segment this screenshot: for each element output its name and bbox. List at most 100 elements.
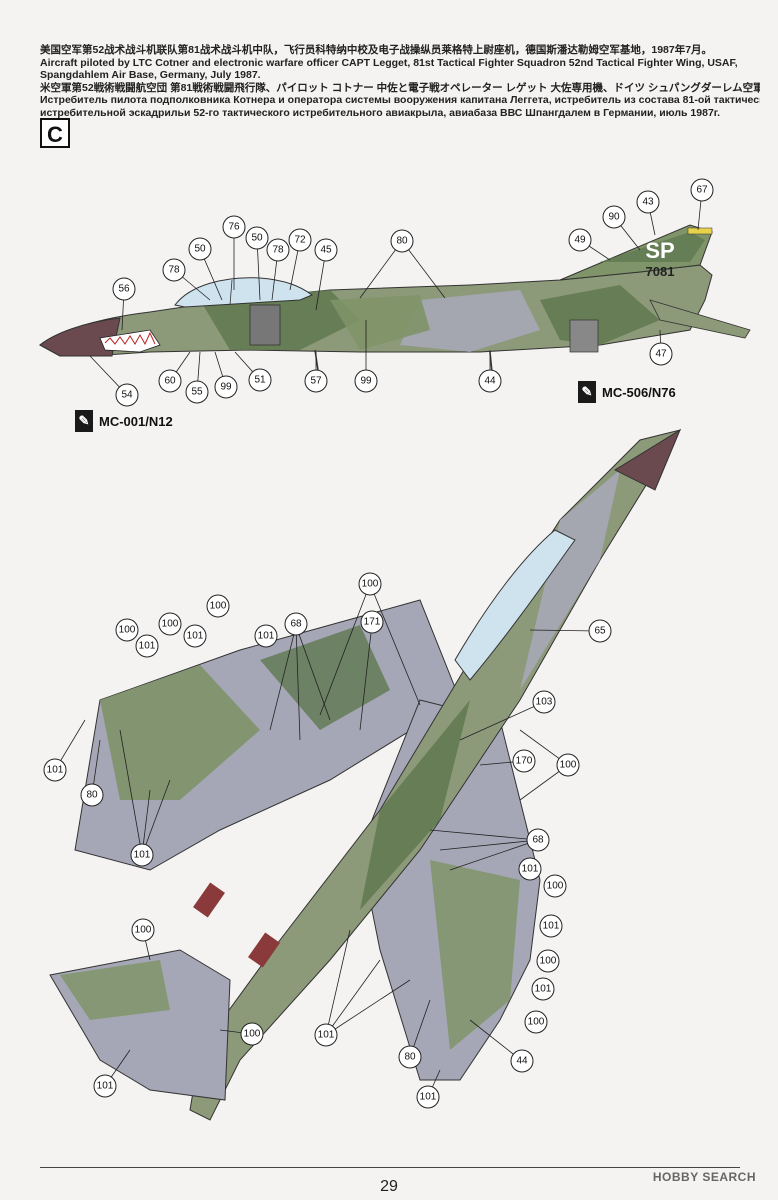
callout-side-67: 67 xyxy=(690,178,714,202)
callout-side-54: 54 xyxy=(115,383,139,407)
callout-side-60: 60 xyxy=(158,369,182,393)
svg-text:100: 100 xyxy=(528,1017,545,1028)
callout-side-55: 55 xyxy=(185,380,209,404)
svg-text:56: 56 xyxy=(118,284,130,295)
scheme-caption: 美国空军第52战术战斗机联队第81战术战斗机中队，飞行员科特纳中校及电子战操纵员… xyxy=(40,44,760,120)
callout-side-80: 80 xyxy=(390,229,414,253)
plan-view-aircraft xyxy=(49,428,682,1121)
callout-plan-68b: 68 xyxy=(526,828,550,852)
svg-text:51: 51 xyxy=(254,375,266,386)
callout-side-78: 78 xyxy=(162,258,186,282)
svg-text:68: 68 xyxy=(290,619,302,630)
svg-text:67: 67 xyxy=(696,185,708,196)
callout-plan-103: 103 xyxy=(532,690,556,714)
callout-plan-101l: 101 xyxy=(522,864,539,875)
paint-code-right: MC-506/N76 xyxy=(602,384,676,400)
callout-plan-100d: 100 xyxy=(115,618,139,642)
svg-text:101: 101 xyxy=(47,765,64,776)
svg-text:68: 68 xyxy=(532,835,544,846)
svg-text:101: 101 xyxy=(187,631,204,642)
svg-text:47: 47 xyxy=(655,349,667,360)
svg-text:100: 100 xyxy=(162,619,179,630)
callout-side-50b: 50 xyxy=(245,226,269,250)
svg-text:43: 43 xyxy=(642,197,654,208)
svg-text:100: 100 xyxy=(540,956,557,967)
svg-text:78: 78 xyxy=(272,245,284,256)
svg-text:65: 65 xyxy=(594,626,606,637)
paint-callout-right: ✎ MC-506/N76 xyxy=(578,381,676,403)
svg-text:50: 50 xyxy=(194,244,206,255)
callout-plan-101e: 101 xyxy=(130,843,154,867)
callout-side-50: 50 xyxy=(188,237,212,261)
watermark-logo: HOBBY SEARCH xyxy=(652,1170,756,1184)
callout-plan-65: 65 xyxy=(588,619,612,643)
callout-plan-101c: 101 xyxy=(254,624,278,648)
svg-text:60: 60 xyxy=(164,376,176,387)
callout-plan-80a: 80 xyxy=(80,783,104,807)
callout-side-99: 99 xyxy=(214,375,238,399)
svg-text:99: 99 xyxy=(220,382,232,393)
callout-plan-100b: 100 xyxy=(206,594,230,618)
svg-text:44: 44 xyxy=(484,376,496,387)
callout-plan-100i: 100 xyxy=(240,1022,264,1046)
svg-text:78: 78 xyxy=(168,265,180,276)
tail-code: SP xyxy=(645,238,674,263)
paint-code-left: MC-001/N12 xyxy=(99,413,173,429)
callout-side-44: 44 xyxy=(478,369,502,393)
svg-text:44: 44 xyxy=(516,1056,528,1067)
callout-plan-80b: 80 xyxy=(398,1045,422,1069)
svg-text:100: 100 xyxy=(362,579,379,590)
paint-callout-left: ✎ MC-001/N12 xyxy=(75,410,173,432)
svg-text:49: 49 xyxy=(574,235,586,246)
caption-english-1: Aircraft piloted by LTC Cotner and elect… xyxy=(40,56,738,69)
svg-text:101: 101 xyxy=(134,850,151,861)
shark-mouth xyxy=(99,329,161,353)
svg-text:80: 80 xyxy=(396,236,408,247)
callout-plan-101a: 101 xyxy=(135,634,159,658)
side-view-aircraft: SP 7081 xyxy=(39,224,751,373)
paintbrush-icon: ✎ xyxy=(75,410,93,432)
caption-russian-1: Истребитель пилота подполковника Котнера… xyxy=(40,94,760,107)
callout-plan-101g: 101 xyxy=(539,914,563,938)
callout-plan-101i: 101 xyxy=(314,1023,338,1047)
callout-side-45: 45 xyxy=(314,238,338,262)
callout-side-49: 49 xyxy=(568,228,592,252)
svg-text:76: 76 xyxy=(228,222,240,233)
callout-plan-101h: 101 xyxy=(531,977,555,1001)
svg-text:100: 100 xyxy=(119,625,136,636)
svg-text:57: 57 xyxy=(310,376,322,387)
callout-side-57: 57 xyxy=(304,369,328,393)
callout-plan-68a: 68 xyxy=(284,612,308,636)
callout-side-78b: 78 xyxy=(266,238,290,262)
callout-plan-170: 170 xyxy=(512,749,536,773)
caption-english-2: Spangdahlem Air Base, Germany, July 1987… xyxy=(40,69,261,82)
tail-serial: 7081 xyxy=(646,264,675,279)
svg-text:101: 101 xyxy=(258,631,275,642)
svg-text:103: 103 xyxy=(536,697,553,708)
svg-text:100: 100 xyxy=(135,925,152,936)
caption-chinese: 美国空军第52战术战斗机联队第81战术战斗机中队，飞行员科特纳中校及电子战操纵员… xyxy=(40,44,713,56)
callout-side-72: 72 xyxy=(288,228,312,252)
caption-russian-2: истребительной эскадрильи 52-го тактичес… xyxy=(40,106,721,119)
svg-text:100: 100 xyxy=(560,760,577,771)
svg-text:101: 101 xyxy=(97,1081,114,1092)
callout-plan-100a: 100 xyxy=(358,572,382,596)
callout-plan-100e: 100 xyxy=(131,918,155,942)
svg-text:45: 45 xyxy=(320,245,332,256)
callout-plan-44: 44 xyxy=(510,1049,534,1073)
svg-text:100: 100 xyxy=(210,601,227,612)
svg-text:90: 90 xyxy=(608,212,620,223)
caption-japanese: 米空軍第52戦術戦闘航空団 第81戦術戦闘飛行隊、パイロット コトナー 中佐と電… xyxy=(40,81,760,94)
svg-text:171: 171 xyxy=(364,617,381,628)
svg-text:50: 50 xyxy=(251,233,263,244)
paintbrush-icon: ✎ xyxy=(578,381,596,403)
svg-text:55: 55 xyxy=(191,387,203,398)
svg-text:101: 101 xyxy=(318,1030,335,1041)
callout-side-99b: 99 xyxy=(354,369,378,393)
callouts-plan-view: 100 100 100 100 101 101 100 101 68 171 6… xyxy=(43,572,612,1109)
svg-text:80: 80 xyxy=(86,790,98,801)
callout-plan-100j: 100 xyxy=(524,1010,548,1034)
svg-text:101: 101 xyxy=(420,1092,437,1103)
